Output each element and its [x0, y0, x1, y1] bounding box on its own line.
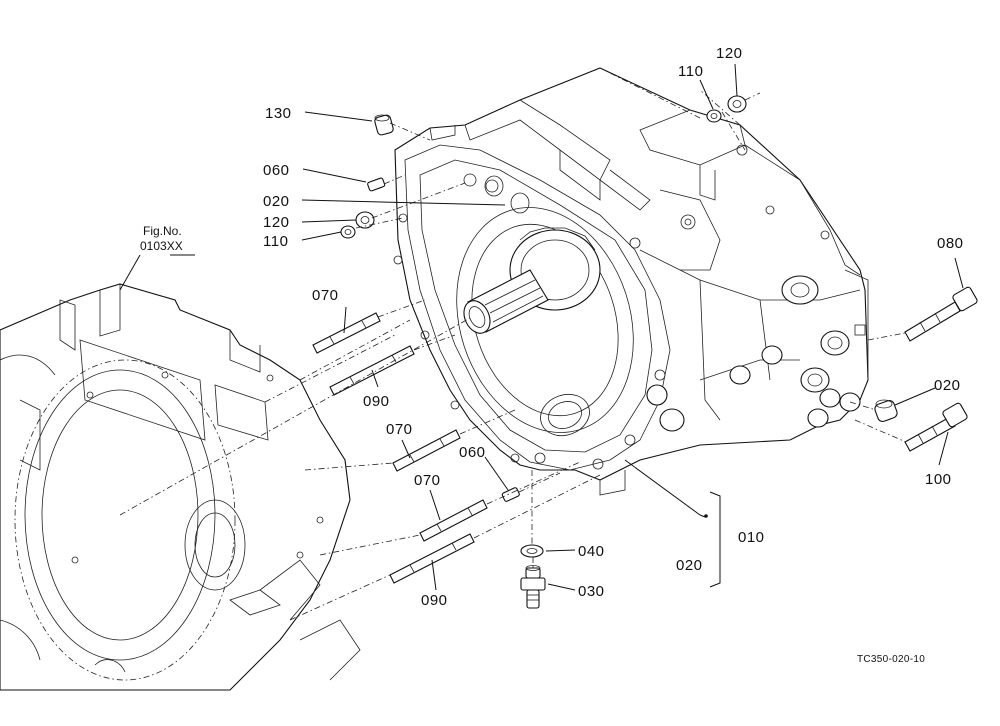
label-070-upper: 070	[312, 287, 339, 304]
label-120-left: 120	[263, 214, 290, 231]
label-120-top: 120	[716, 45, 743, 62]
label-070-lower: 070	[414, 472, 441, 489]
part-100-bolt	[904, 402, 968, 452]
figure-reference-line1: Fig.No.	[143, 224, 182, 238]
part-120-nut-left	[355, 211, 375, 229]
label-090-lower: 090	[421, 592, 448, 609]
part-number-labels: 130 060 020 120 110 110 120 070 090 070 …	[263, 45, 964, 609]
part-110-washer-left	[340, 225, 356, 239]
figure-reference: Fig.No. 0103XX	[140, 224, 183, 253]
part-070-stud-upper	[312, 312, 381, 354]
label-090-upper: 090	[363, 393, 390, 410]
label-110-top: 110	[678, 63, 703, 80]
part-080-bolt	[904, 286, 978, 342]
label-040: 040	[578, 543, 605, 560]
label-030: 030	[578, 583, 605, 600]
label-020-bracket: 020	[676, 557, 703, 574]
label-020-upper: 020	[263, 193, 290, 210]
part-060-pin-upper	[367, 177, 386, 192]
assembly-centerlines	[119, 67, 907, 621]
part-020-bushing-right	[874, 399, 898, 423]
part-110-washer-top	[706, 109, 722, 123]
drawing-code: TC350-020-10	[857, 654, 925, 665]
label-080: 080	[937, 235, 964, 252]
part-060-pin-lower	[501, 487, 520, 502]
part-120-nut-top	[727, 95, 747, 113]
label-110-left: 110	[263, 233, 288, 250]
label-010: 010	[738, 529, 765, 546]
label-020-right: 020	[934, 377, 961, 394]
left-clutch-housing	[0, 283, 361, 691]
part-040-washer	[520, 544, 544, 558]
assembly-bracket	[704, 491, 721, 588]
figure-reference-line2: 0103XX	[140, 239, 183, 253]
transmission-case	[393, 67, 869, 496]
part-030-drain-plug	[520, 565, 546, 609]
part-130-plug	[374, 114, 394, 136]
label-060-upper: 060	[263, 162, 290, 179]
part-070-stud-lower	[419, 499, 488, 542]
part-070-stud-middle	[392, 429, 461, 472]
label-060-lower: 060	[459, 444, 486, 461]
label-100: 100	[925, 471, 952, 488]
part-090-stud-lower	[389, 533, 475, 584]
leader-lines	[119, 63, 964, 591]
label-070-middle: 070	[386, 421, 413, 438]
label-130: 130	[265, 105, 292, 122]
